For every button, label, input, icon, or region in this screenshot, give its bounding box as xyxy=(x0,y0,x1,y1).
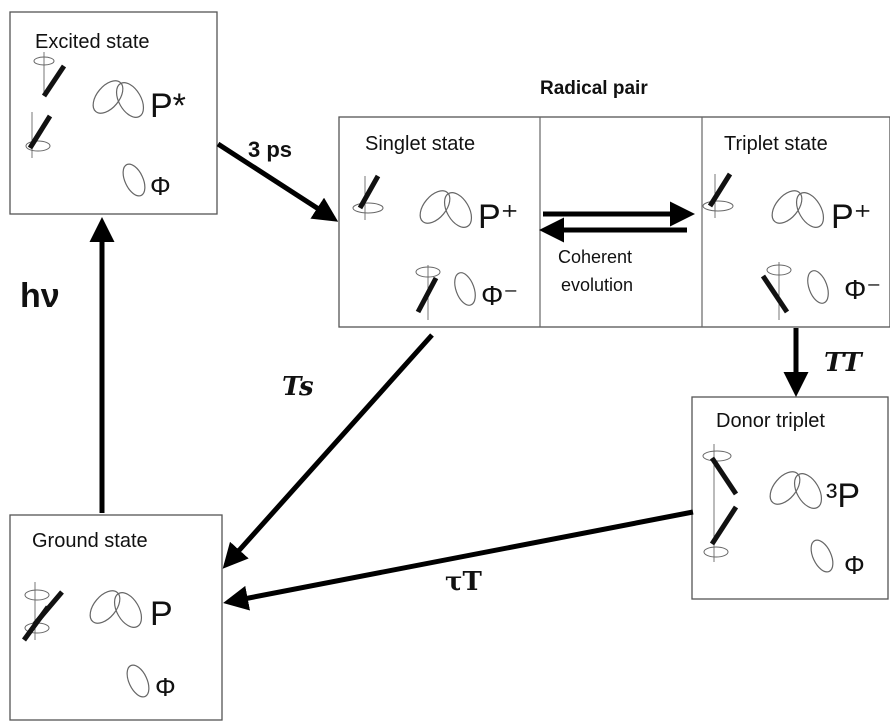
radical-pair-label: Radical pair xyxy=(540,78,648,99)
excited-donor-label: P* xyxy=(150,87,186,125)
charge-separation-label: 3 ps xyxy=(248,137,292,162)
singlet-recombination-arrow xyxy=(226,335,432,565)
triplet-donor-label: P⁺ xyxy=(831,198,872,236)
triplet-state-title: Triplet state xyxy=(724,133,828,155)
singlet-state-title: Singlet state xyxy=(365,133,475,155)
singlet-recombination-label: Ts xyxy=(282,372,314,402)
excited-acceptor-label: Φ xyxy=(150,171,171,201)
triplet-recombination-label: TT xyxy=(824,348,863,378)
excited-state-title: Excited state xyxy=(35,31,150,53)
triplet-decay-label: τT xyxy=(445,567,482,597)
singlet-donor-label: P⁺ xyxy=(478,198,519,236)
donor-triplet-title: Donor triplet xyxy=(716,410,825,432)
singlet-acceptor-label: Φ⁻ xyxy=(481,280,518,311)
triplet-acceptor-label: Φ⁻ xyxy=(844,274,881,305)
ground-acceptor-label: Φ xyxy=(155,672,176,702)
excitation-label: hν xyxy=(20,277,60,315)
donor-triplet-label: ³P xyxy=(826,477,860,515)
ground-state-title: Ground state xyxy=(32,530,148,552)
donor-triplet-acceptor-label: Φ xyxy=(844,550,865,580)
coherent-evolution-label-line2: evolution xyxy=(561,275,633,295)
ground-donor-label: P xyxy=(150,595,173,633)
coherent-evolution-label-line1: Coherent xyxy=(558,247,632,267)
